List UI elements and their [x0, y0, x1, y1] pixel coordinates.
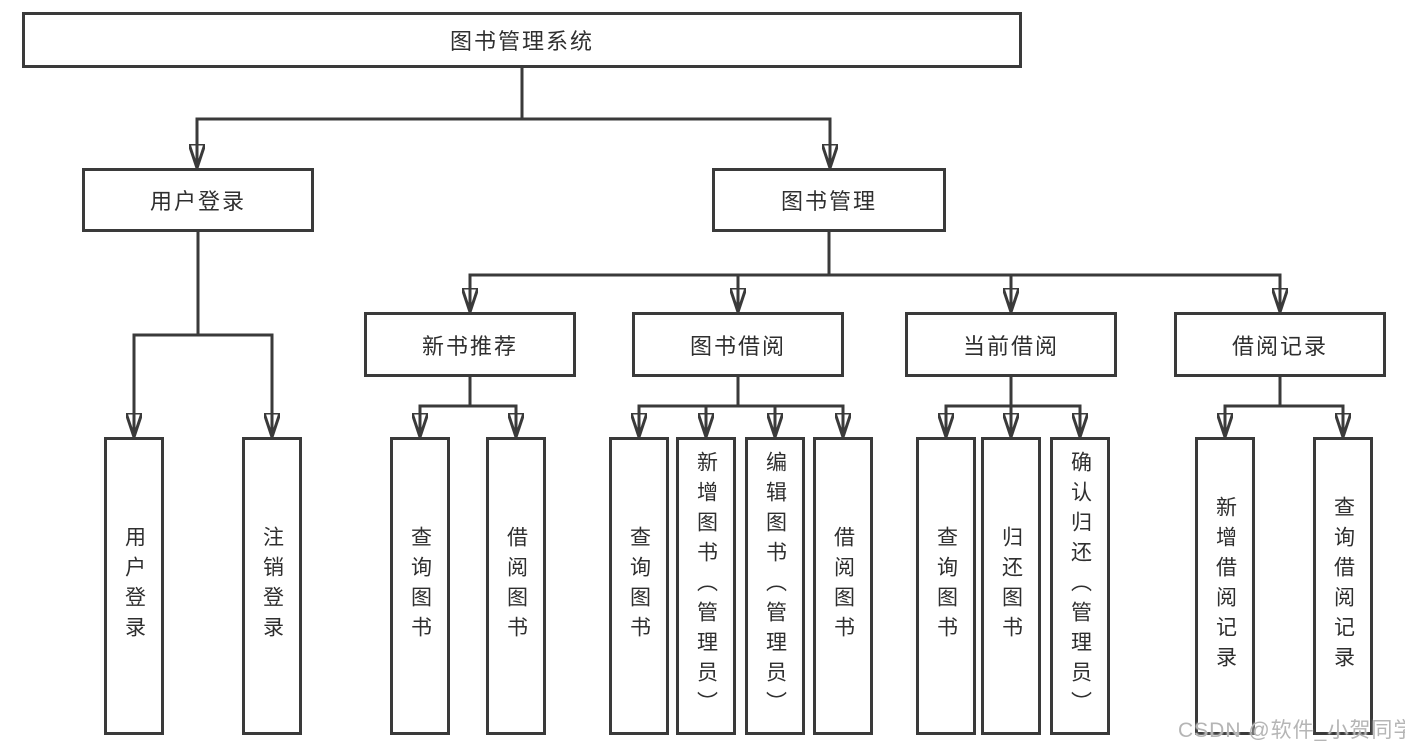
leaf-logout: 注销登录 [242, 437, 302, 735]
leaf-label: 借阅图书 [504, 526, 528, 646]
node-label: 图书管理系统 [449, 29, 594, 54]
node-borrow-records: 借阅记录 [1174, 312, 1386, 377]
connector-user-login-to-leaves [134, 230, 272, 439]
node-user-login: 用户登录 [82, 168, 314, 232]
leaf-label: 新增图书（管理员） [694, 451, 718, 721]
leaf-add-book-admin: 新增图书（管理员） [676, 437, 736, 735]
leaf-query-books-borrow: 查询图书 [609, 437, 669, 735]
connector-book-management-to-level3 [470, 230, 1280, 314]
connector-current-borrow-to-leaves [946, 375, 1080, 439]
leaf-label: 查询图书 [934, 526, 958, 646]
leaf-query-books-current: 查询图书 [916, 437, 976, 735]
leaf-borrow-books-recommend: 借阅图书 [486, 437, 546, 735]
node-book-borrow: 图书借阅 [632, 312, 844, 377]
node-label: 当前借阅 [962, 333, 1059, 359]
leaf-borrow-books: 借阅图书 [813, 437, 873, 735]
node-library-management-system: 图书管理系统 [22, 12, 1022, 68]
connector-new-book-recommend-to-leaves [420, 375, 516, 439]
leaf-query-borrow-record: 查询借阅记录 [1313, 437, 1373, 735]
leaf-return-book: 归还图书 [981, 437, 1041, 735]
node-new-book-recommend: 新书推荐 [364, 312, 576, 377]
leaf-label: 编辑图书（管理员） [763, 451, 787, 721]
leaf-label: 新增借阅记录 [1213, 496, 1237, 676]
leaf-label: 确认归还（管理员） [1068, 451, 1092, 721]
connector-book-borrow-to-leaves [639, 375, 843, 439]
node-label: 用户登录 [149, 189, 246, 214]
leaf-label: 用户登录 [122, 526, 146, 646]
leaf-label: 归还图书 [999, 526, 1023, 646]
node-current-borrow: 当前借阅 [905, 312, 1117, 377]
connector-borrow-records-to-leaves [1225, 375, 1343, 439]
leaf-label: 借阅图书 [831, 526, 855, 646]
leaf-confirm-return-admin: 确认归还（管理员） [1050, 437, 1110, 735]
watermark: CSDN @软件_小贺同学 [1178, 719, 1405, 742]
node-label: 图书管理 [780, 189, 877, 214]
node-label: 借阅记录 [1231, 333, 1328, 359]
leaf-add-borrow-record: 新增借阅记录 [1195, 437, 1255, 735]
leaf-query-books-recommend: 查询图书 [390, 437, 450, 735]
leaf-label: 查询图书 [408, 526, 432, 646]
leaf-label: 查询图书 [627, 526, 651, 646]
leaf-edit-book-admin: 编辑图书（管理员） [745, 437, 805, 735]
leaf-label: 注销登录 [260, 526, 284, 646]
connector-root-to-level2 [197, 66, 830, 170]
leaf-label: 查询借阅记录 [1331, 496, 1355, 676]
node-label: 新书推荐 [421, 333, 518, 359]
node-label: 图书借阅 [689, 333, 786, 359]
node-book-management: 图书管理 [712, 168, 946, 232]
leaf-user-login: 用户登录 [104, 437, 164, 735]
